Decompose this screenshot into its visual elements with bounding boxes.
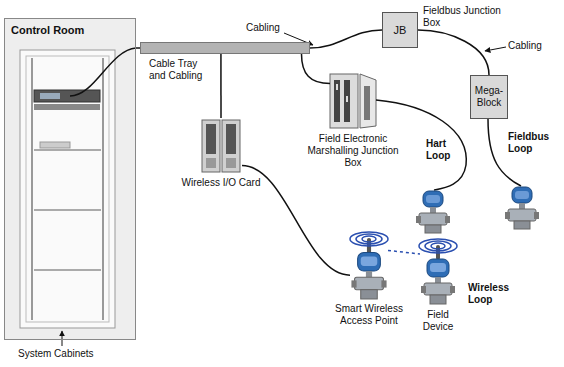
mega-block: Mega- Block bbox=[470, 75, 508, 119]
cabling-label: Cabling bbox=[246, 22, 286, 34]
cable bbox=[310, 30, 382, 48]
node-caption: Fieldbus Junction Box bbox=[423, 5, 503, 29]
cabling-label: Cabling bbox=[508, 40, 558, 52]
callout-label: System Cabinets bbox=[18, 348, 128, 360]
node-label: Control Room bbox=[11, 24, 84, 37]
cable-tray: Cable Tray and Cabling bbox=[140, 42, 310, 54]
wireless-link bbox=[388, 250, 420, 254]
node-label: Mega- Block bbox=[473, 85, 505, 109]
cable bbox=[220, 54, 222, 118]
node-label: JB bbox=[394, 24, 407, 37]
marshalling-junction-box: Field Electronic Marshalling Junction Bo… bbox=[330, 72, 376, 130]
loop-label: Fieldbus Loop bbox=[508, 131, 558, 155]
wireless-io-card: Wireless I/O Card bbox=[200, 118, 242, 174]
cable bbox=[302, 54, 331, 84]
node-label: Smart Wireless Access Point bbox=[324, 303, 414, 327]
node-label: Field Electronic Marshalling Junction Bo… bbox=[303, 133, 403, 169]
loop-label: Hart Loop bbox=[426, 138, 452, 162]
node-label: Field Device bbox=[413, 309, 463, 333]
loop-label: Wireless Loop bbox=[468, 282, 523, 306]
node-label: Wireless I/O Card bbox=[181, 177, 261, 189]
field-device: Field Device bbox=[420, 245, 456, 305]
wireless-access-point: Smart Wireless Access Point bbox=[350, 238, 388, 300]
control-room: Control Room bbox=[4, 18, 136, 340]
cable bbox=[418, 30, 489, 75]
junction-box: JBFieldbus Junction Box bbox=[382, 12, 418, 48]
node-label: Cable Tray and Cabling bbox=[149, 58, 209, 82]
